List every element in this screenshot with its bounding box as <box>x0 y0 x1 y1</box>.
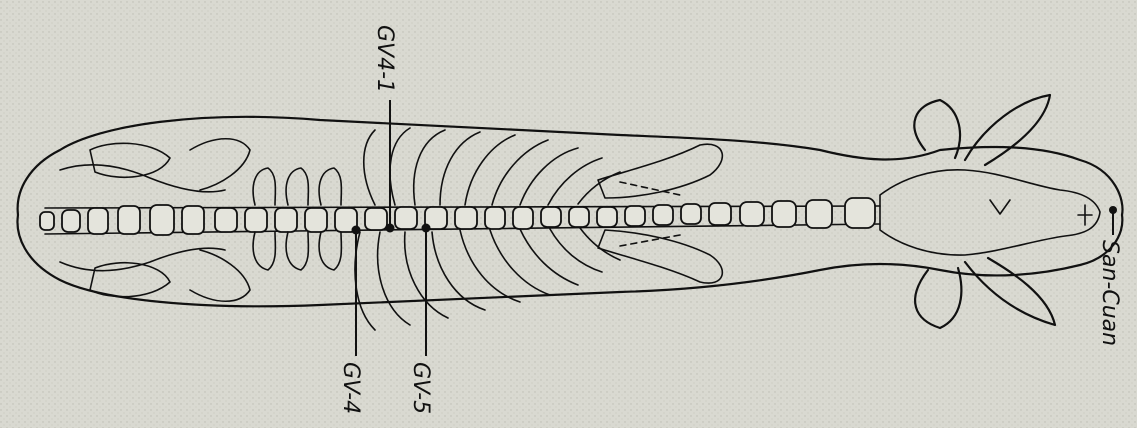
label-gv5: GV-5 <box>408 362 433 414</box>
label-gv4: GV-4 <box>338 362 363 414</box>
gv4-1-point <box>386 224 395 233</box>
label-san-cuan: San-Cuan <box>1097 240 1122 346</box>
label-gv4-1: GV4-1 <box>372 25 397 93</box>
gv5-point <box>422 224 431 233</box>
gv4-point <box>352 226 361 235</box>
san-cuan-point <box>1109 206 1117 214</box>
